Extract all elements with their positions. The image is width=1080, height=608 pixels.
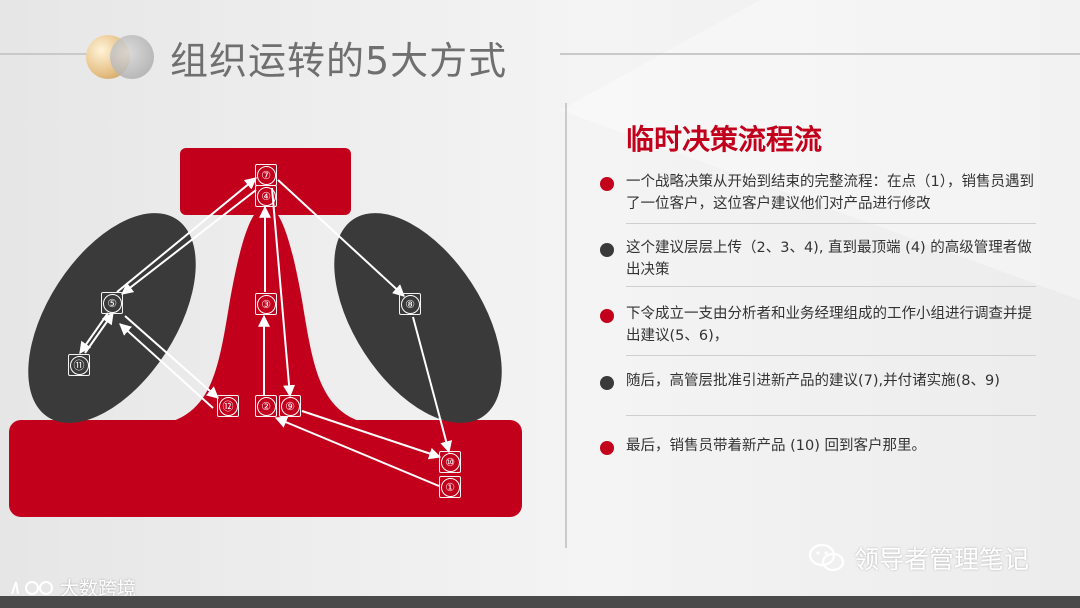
wechat-icon <box>808 543 845 572</box>
panel-title: 临时决策流程流 <box>626 123 823 156</box>
step-2-bullet-icon <box>600 243 614 257</box>
node-7-label: ⑦ <box>256 165 276 185</box>
arrow-12-to-5 <box>119 323 214 409</box>
divider <box>626 415 1036 416</box>
divider <box>626 223 1036 224</box>
step-3-text: 下令成立一支由分析者和业务经理组成的工作小组进行调查并提出建议(5、6)， <box>626 306 1032 344</box>
node-9-label: ⑨ <box>280 396 300 416</box>
node-2-label: ② <box>256 396 276 416</box>
node-3-label: ③ <box>256 294 276 314</box>
step-3-bullet-icon <box>600 309 614 323</box>
node-9: ⑨ <box>279 395 301 417</box>
node-3: ③ <box>255 293 277 315</box>
node-7: ⑦ <box>255 164 277 186</box>
node-10: ⑩ <box>439 451 461 473</box>
arrow-11-to-5 <box>84 312 114 354</box>
step-5-bullet-icon <box>600 441 614 455</box>
arrow-4-to-5 <box>121 189 257 295</box>
step-1-bullet-icon <box>600 177 614 191</box>
step-5-text: 最后，销售员带着新产品 (10) 回到客户那里。 <box>626 438 926 454</box>
logo-icon <box>11 580 53 595</box>
node-12: ⑫ <box>217 395 239 417</box>
step-1-text: 一个战略决策从开始到结束的完整流程：在点（1），销售员遇到了一位客户，这位客户建… <box>626 174 1034 212</box>
node-4-label: ④ <box>256 186 276 206</box>
title-bar: 组织运转的5大方式 <box>86 30 507 84</box>
watermark-right-text: 领导者管理笔记 <box>854 545 1030 574</box>
node-11-label: ⑪ <box>69 355 89 375</box>
arrow-7-to-8 <box>277 179 405 297</box>
step-4-text: 随后，高管层批准引进新产品的建议(7),并付诸实施(8、9) <box>626 373 1000 389</box>
divider <box>626 286 1036 287</box>
node-10-label: ⑩ <box>440 452 460 472</box>
title-badge-shadow-icon <box>110 35 154 79</box>
bottom-bar <box>0 596 1080 608</box>
node-1: ① <box>439 476 461 498</box>
operating-core-block <box>9 420 522 517</box>
arrow-7-to-9 <box>271 187 296 398</box>
node-11: ⑪ <box>68 354 90 376</box>
node-1-label: ① <box>440 477 460 497</box>
step-2-text: 这个建议层层上传（2、3、4), 直到最顶端 (4) 的高级管理者做出决策 <box>626 240 1032 278</box>
node-8-label: ⑧ <box>400 294 420 314</box>
arrow-1-to-2 <box>274 416 440 487</box>
watermark-left: 大数跨境 <box>10 574 136 601</box>
node-12-label: ⑫ <box>218 396 238 416</box>
divider <box>626 355 1036 356</box>
watermark-right: 领导者管理笔记 <box>808 540 1029 576</box>
arrow-8-to-10 <box>412 316 453 454</box>
page-title: 组织运转的5大方式 <box>170 38 508 83</box>
support-staff-ellipse <box>334 213 502 423</box>
arrow-5-to-12 <box>124 315 219 399</box>
watermark-left-text: 大数跨境 <box>60 578 137 600</box>
arrow-5-to-7 <box>116 177 257 293</box>
arrow-5-to-11 <box>79 312 109 354</box>
step-4-bullet-icon <box>600 376 614 390</box>
node-8: ⑧ <box>399 293 421 315</box>
node-5-label: ⑤ <box>102 293 122 313</box>
arrow-9-to-10 <box>301 410 442 460</box>
node-2: ② <box>255 395 277 417</box>
node-5: ⑤ <box>101 292 123 314</box>
node-4: ④ <box>255 185 277 207</box>
